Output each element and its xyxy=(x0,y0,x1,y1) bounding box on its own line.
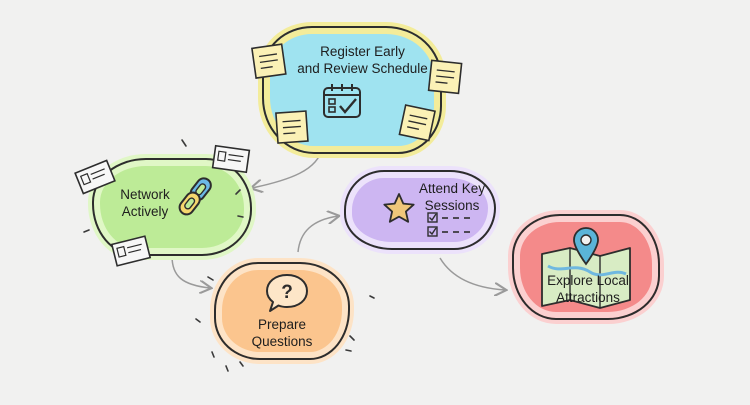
sticky-note-icon xyxy=(251,43,287,79)
node-network xyxy=(92,158,252,256)
connector-attend-to-explore xyxy=(439,257,505,290)
svg-text:?: ? xyxy=(281,282,293,303)
connector-prepare-to-attend xyxy=(297,216,338,253)
node-network-label: Network Actively xyxy=(120,187,170,219)
node-register-label: Register Early and Review Schedule xyxy=(297,44,428,76)
connector-network-to-prepare xyxy=(171,255,210,288)
business-card-icon xyxy=(74,159,116,195)
business-card-icon xyxy=(110,235,152,267)
checklist-icon xyxy=(427,212,470,237)
sticky-note-icon xyxy=(398,104,436,142)
link-icon xyxy=(178,177,212,216)
calendar-icon xyxy=(323,84,361,118)
sticky-note-icon xyxy=(427,59,463,95)
node-attend-label: Attend Key Sessions xyxy=(418,181,486,213)
business-card-icon xyxy=(211,144,251,174)
map-pin-icon xyxy=(573,227,599,266)
node-prepare-label: Prepare Questions xyxy=(251,317,313,349)
node-attend xyxy=(344,170,496,250)
sticky-note-icon xyxy=(275,110,309,144)
node-explore-label: Explore Local Attractions xyxy=(547,273,629,305)
star-icon xyxy=(383,193,415,223)
connector-register-to-network xyxy=(252,147,323,188)
question-bubble-icon: ? xyxy=(266,274,308,312)
